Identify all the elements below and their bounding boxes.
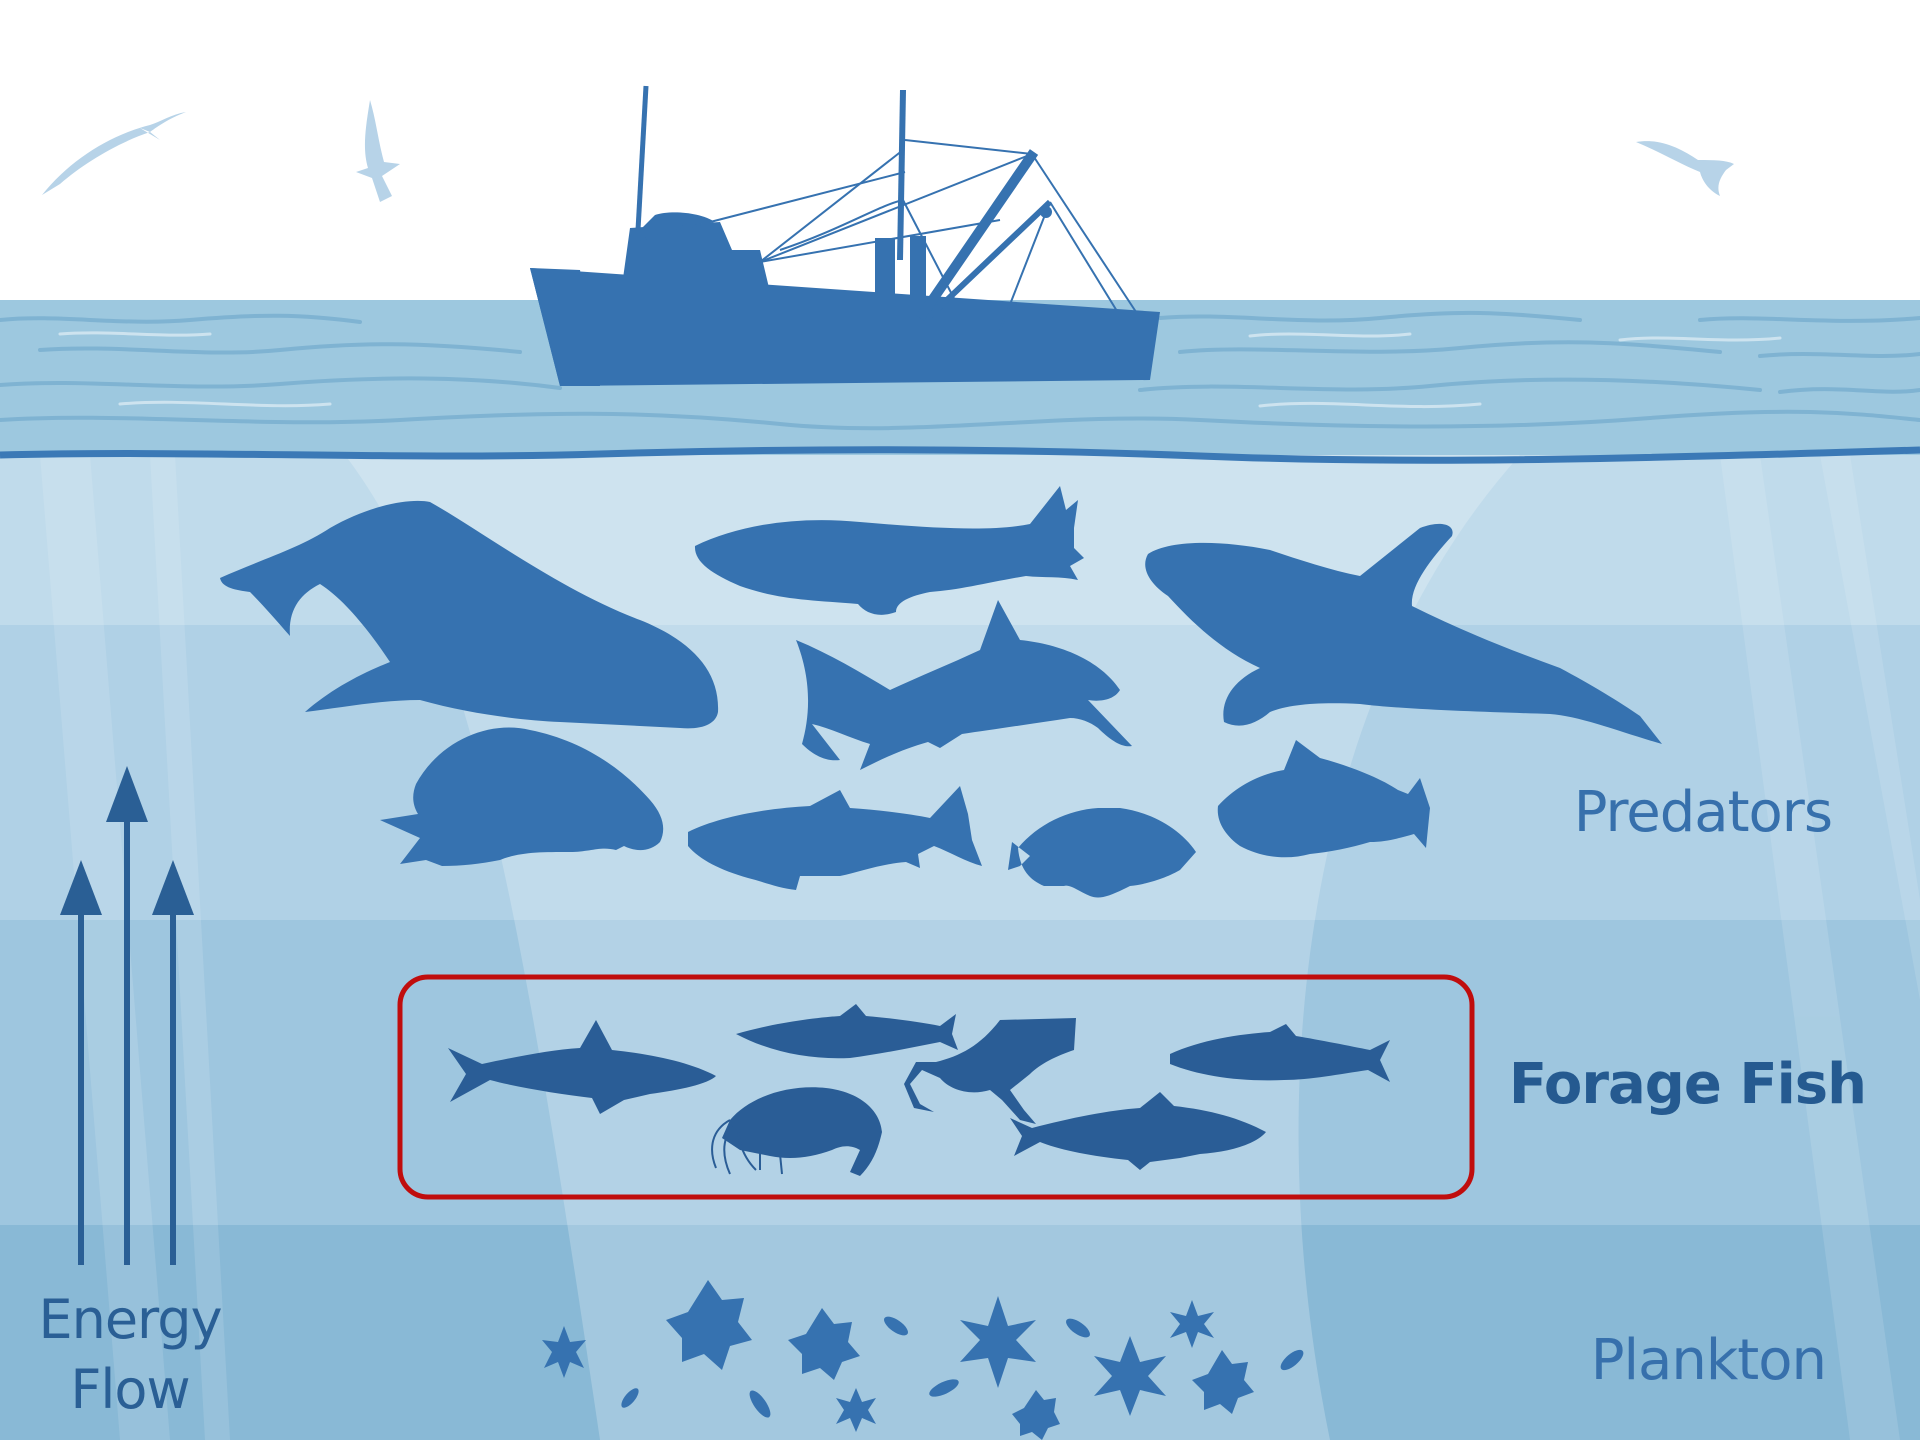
forage-fish-label: Forage Fish — [1509, 1052, 1866, 1117]
plankton-label: Plankton — [1591, 1328, 1826, 1393]
energy-flow-label: Energy Flow — [30, 1285, 230, 1425]
energy-flow-label-line2: Flow — [30, 1355, 230, 1425]
energy-flow-label-line1: Energy — [30, 1285, 230, 1355]
predators-label: Predators — [1574, 780, 1832, 845]
